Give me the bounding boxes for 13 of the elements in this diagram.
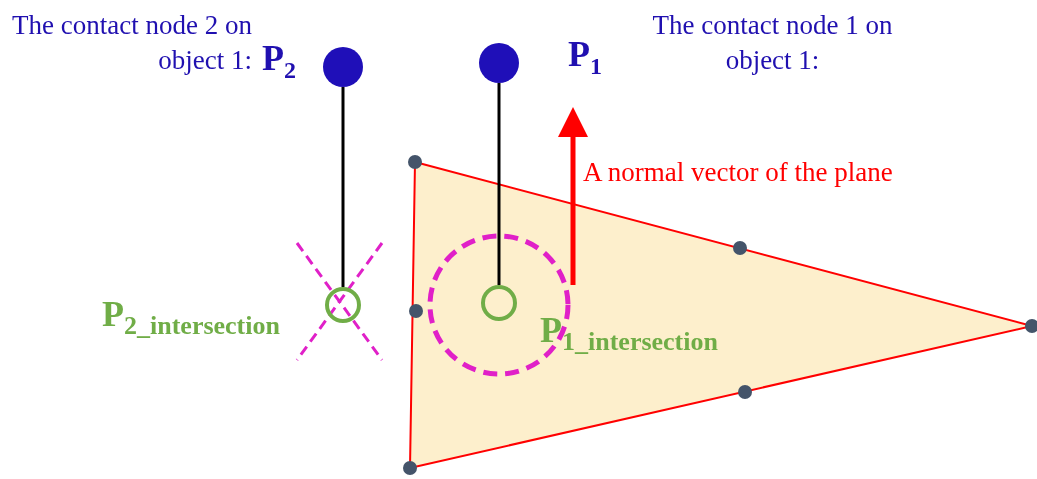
vector-label: A normal vector of the plane bbox=[583, 156, 894, 189]
connector-line bbox=[341, 87, 345, 287]
point-label: P$_{1_intersection}$ bbox=[540, 310, 718, 358]
point-label: P$_{2}$ bbox=[262, 38, 296, 85]
intersection-ring bbox=[481, 285, 517, 321]
node-description: The contact node 2 on object 1: bbox=[12, 9, 252, 78]
node-description: The contact node 1 on object 1: bbox=[651, 9, 894, 78]
point-label: P$_{1}$ bbox=[568, 34, 602, 81]
contact-node-dot bbox=[479, 43, 519, 83]
intersection-ring bbox=[325, 287, 361, 323]
connector-line bbox=[497, 83, 501, 285]
contact-node-dot bbox=[323, 47, 363, 87]
point-label: P$_{2_intersection}$ bbox=[102, 294, 280, 342]
